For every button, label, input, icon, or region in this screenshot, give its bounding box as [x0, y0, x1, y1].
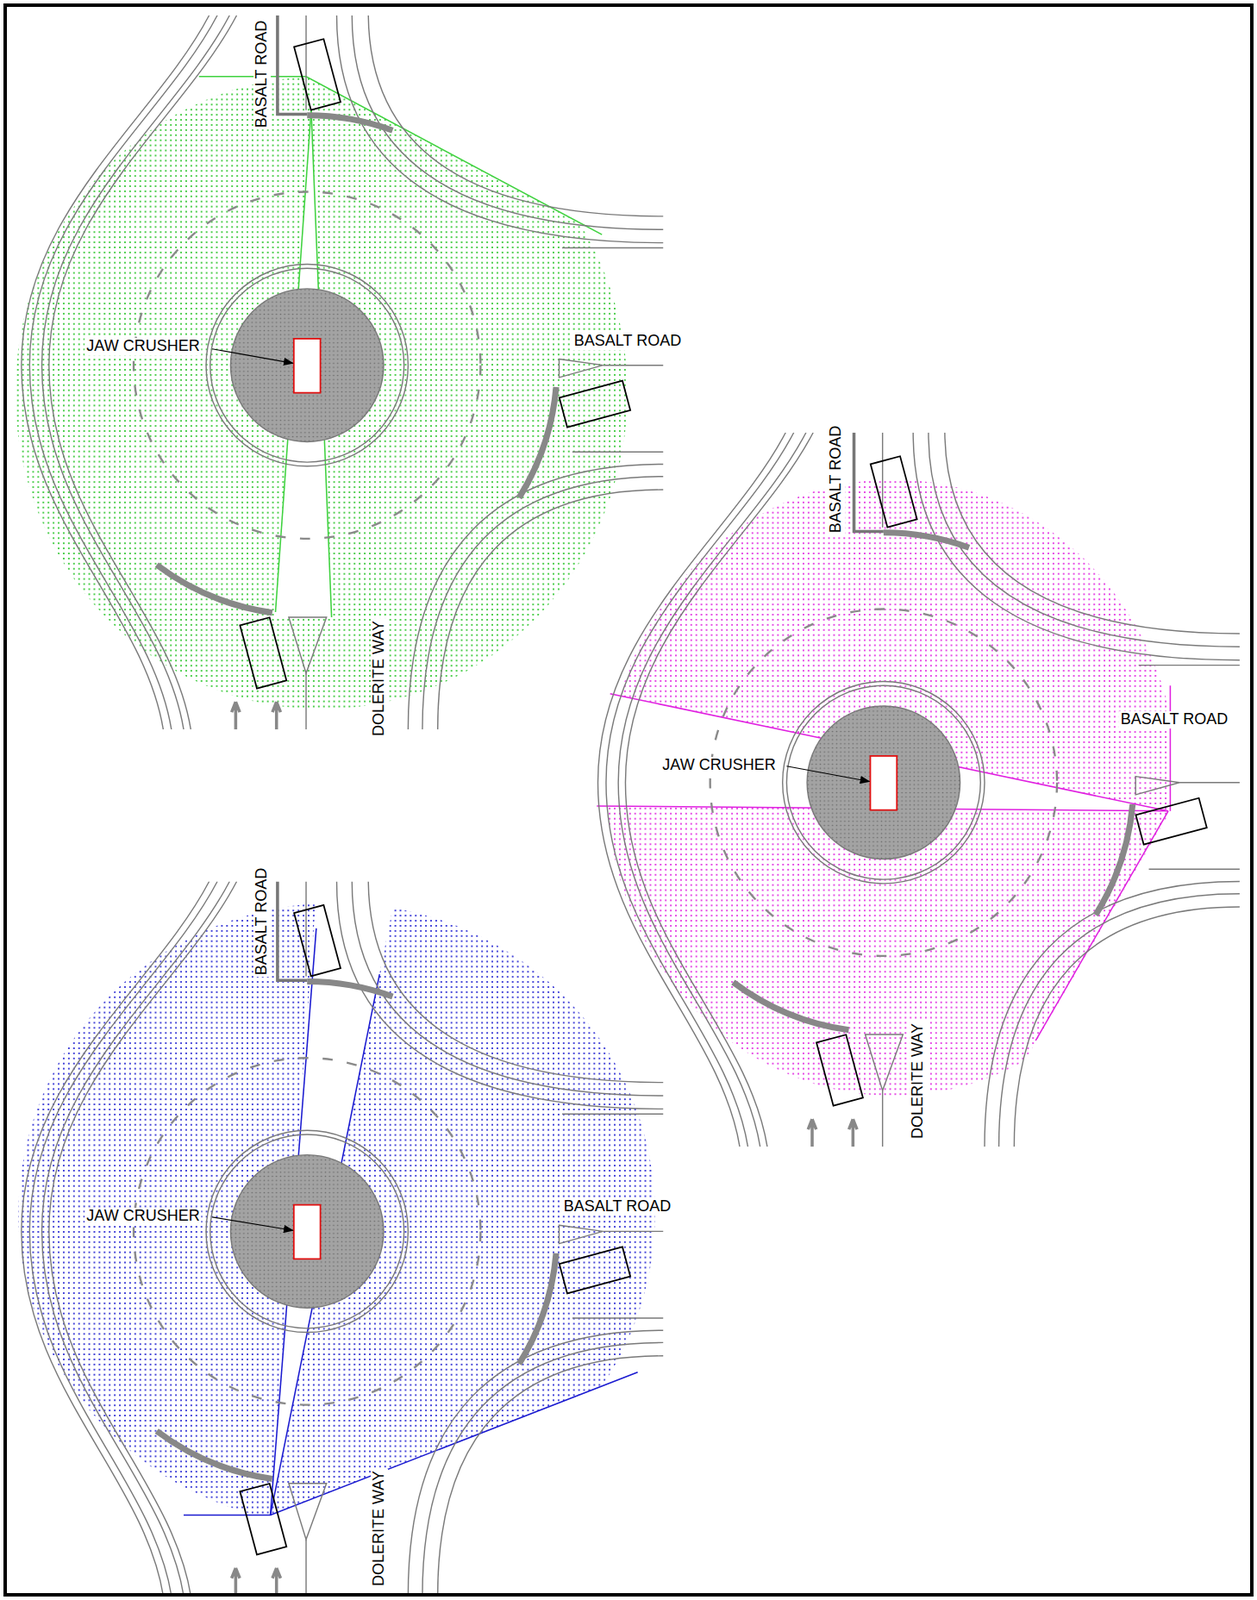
road-label: DOLERITE WAY — [370, 619, 388, 738]
road-label: BASALT ROAD — [253, 18, 271, 130]
road-label: BASALT ROAD — [562, 1198, 673, 1216]
road-label: JAW CRUSHER — [84, 337, 201, 356]
road-label: JAW CRUSHER — [84, 1207, 201, 1226]
road-label: BASALT ROAD — [572, 332, 683, 351]
road-label: DOLERITE WAY — [909, 1021, 927, 1141]
road-label: DOLERITE WAY — [370, 1469, 388, 1589]
road-label: BASALT ROAD — [1119, 711, 1230, 729]
road-label: BASALT ROAD — [827, 424, 845, 535]
road-label: JAW CRUSHER — [660, 756, 777, 775]
road-label: BASALT ROAD — [253, 866, 271, 977]
